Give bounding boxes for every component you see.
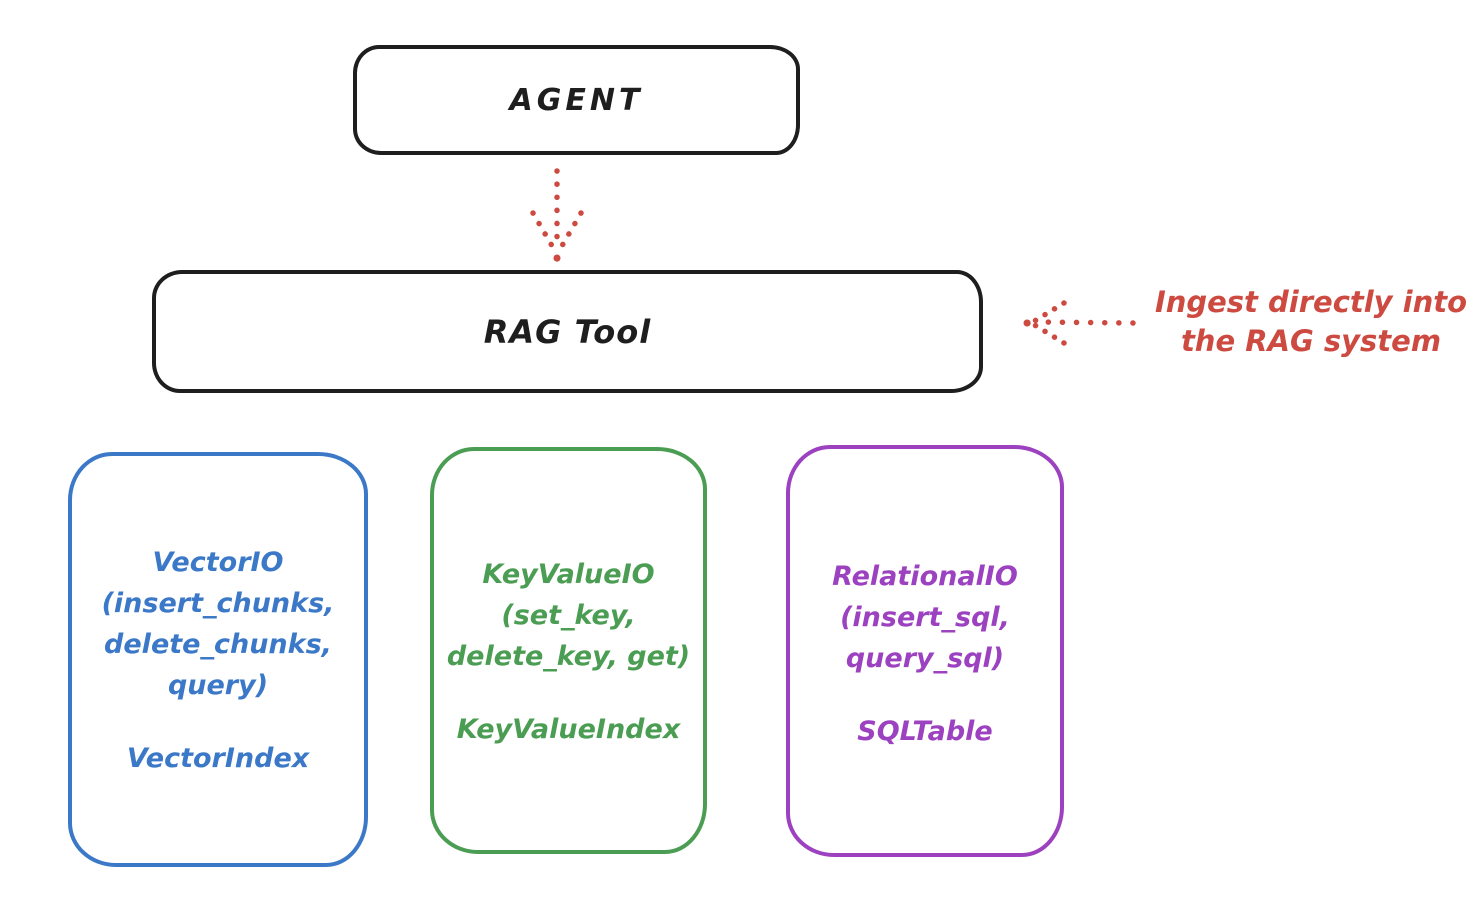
vector-io-box: VectorIO (insert_chunks, delete_chunks, … — [68, 452, 368, 867]
vector-io-methods: VectorIO (insert_chunks, delete_chunks, … — [101, 547, 335, 701]
keyvalue-index-label: KeyValueIndex — [456, 714, 681, 745]
sql-table-label: SQLTable — [857, 716, 993, 747]
agent-box: AGENT — [353, 45, 800, 155]
relational-io-box: RelationalIO (insert_sql, query_sql) SQL… — [786, 445, 1064, 857]
rag-tool-label: RAG Tool — [483, 312, 652, 351]
ingest-annotation-text: Ingest directly into the RAG system — [1154, 285, 1468, 358]
keyvalue-io-box: KeyValueIO (set_key, delete_key, get) Ke… — [430, 447, 707, 854]
agent-label: AGENT — [509, 82, 644, 118]
agent-to-rag-arrow — [530, 168, 584, 262]
vector-index-label: VectorIndex — [126, 743, 310, 774]
ingest-annotation-arrow — [1023, 300, 1136, 346]
keyvalue-io-methods: KeyValueIO (set_key, delete_key, get) — [446, 559, 691, 672]
rag-tool-box: RAG Tool — [152, 270, 983, 393]
relational-io-methods: RelationalIO (insert_sql, query_sql) — [832, 561, 1018, 674]
